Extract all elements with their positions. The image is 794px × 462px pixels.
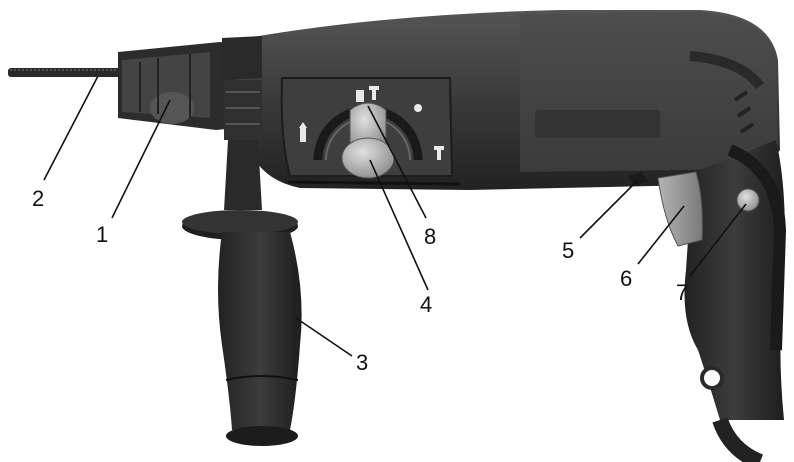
housing-seam xyxy=(287,180,461,186)
callout-2: 2 xyxy=(32,186,44,211)
callout-1: 1 xyxy=(96,222,108,247)
trigger-switch xyxy=(657,171,703,247)
callout-7: 7 xyxy=(676,280,688,305)
callout-5: 5 xyxy=(562,238,574,263)
direction-switch xyxy=(628,172,648,186)
chuck xyxy=(118,42,236,130)
hammer-mode-icon xyxy=(299,86,444,160)
leader-4 xyxy=(369,159,429,291)
leader-3 xyxy=(295,317,353,357)
auxiliary-handle xyxy=(182,36,302,446)
callout-labels: 1 2 3 4 5 6 7 8 xyxy=(32,186,688,375)
leader-8 xyxy=(367,105,427,219)
lock-on-button xyxy=(736,188,760,212)
leader-7 xyxy=(689,203,747,277)
callout-8: 8 xyxy=(424,224,436,249)
callout-4: 4 xyxy=(420,292,432,317)
leader-2 xyxy=(43,75,99,181)
rear-handle xyxy=(684,140,787,462)
mode-selector-knob xyxy=(341,102,395,179)
callout-6: 6 xyxy=(620,266,632,291)
leader-1 xyxy=(111,99,171,219)
leader-6 xyxy=(637,205,685,265)
callout-3: 3 xyxy=(356,350,368,375)
leader-5 xyxy=(579,181,637,239)
callout-leaders xyxy=(43,75,747,357)
drill-bit xyxy=(8,68,138,77)
